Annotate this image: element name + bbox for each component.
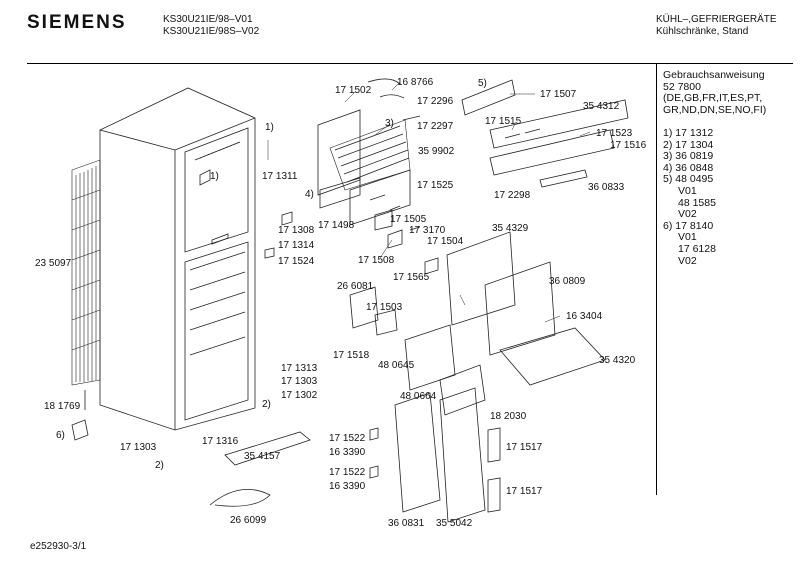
- callout-label: 17 1303: [281, 376, 318, 387]
- callout-label: 17 1517: [506, 486, 543, 497]
- callout-label: 17 1518: [333, 350, 370, 361]
- callout-label: 17 1522: [329, 433, 366, 444]
- callout-label: 17 1505: [390, 214, 427, 225]
- callout-label: 17 1498: [318, 220, 355, 231]
- callout-label: 17 1524: [278, 256, 315, 267]
- brand-logo: SIEMENS: [27, 12, 127, 33]
- callout-label: 3): [385, 118, 394, 129]
- note-line: GR,ND,DN,SE,NO,FI): [663, 103, 767, 116]
- callout-label: 17 1308: [278, 225, 315, 236]
- model-block: KS30U21IE/98–V01 KS30U21IE/98S–V02: [163, 14, 259, 38]
- callout-label: 6): [56, 430, 65, 441]
- callout-label: 35 4320: [599, 355, 636, 366]
- callout-label: 17 1507: [540, 89, 577, 100]
- document-id: e252930-3/1: [30, 541, 87, 552]
- callout-label: 17 1517: [506, 442, 543, 453]
- callout-label: 36 0831: [388, 518, 425, 529]
- note-line: V02: [678, 254, 697, 267]
- callout-label: 35 9902: [418, 146, 455, 157]
- callout-label: 17 2297: [417, 121, 454, 132]
- note-line: 2) 17 1304: [663, 138, 714, 151]
- evaporator-assembly: [317, 109, 411, 226]
- note-line: 52 7800: [663, 80, 701, 93]
- callout-label: 16 8766: [397, 77, 434, 88]
- callout-label: 17 1302: [281, 390, 318, 401]
- category-line: Kühlschränke, Stand: [656, 26, 749, 37]
- callout-label: 18 2030: [490, 411, 527, 422]
- callout-label: 16 3404: [566, 311, 603, 322]
- callout-label: 26 6099: [230, 515, 267, 526]
- callout-label: 17 1316: [202, 436, 239, 447]
- bottom-parts: [71, 390, 501, 513]
- model-line: KS30U21IE/98–V01: [163, 14, 253, 25]
- callout-label: 17 2298: [494, 190, 531, 201]
- note-line: Gebrauchsanweisung: [663, 69, 765, 81]
- parts-notes: Gebrauchsanweisung 52 7800 (DE,GB,FR,IT,…: [663, 69, 767, 267]
- callout-label: 35 4312: [583, 101, 620, 112]
- callout-label: 36 0809: [549, 276, 586, 287]
- note-line: 5) 48 0495: [663, 173, 714, 186]
- note-line: V02: [678, 208, 697, 221]
- callout-label: 48 0645: [378, 360, 415, 371]
- callout-label: 18 1769: [44, 401, 81, 412]
- callout-label: 17 1508: [358, 255, 395, 266]
- callout-label: 1): [265, 122, 274, 133]
- note-line: 3) 36 0819: [663, 150, 714, 163]
- small-parts: [264, 78, 439, 275]
- category-block: KÜHL–,GEFRIERGERÄTE Kühlschränke, Stand: [656, 14, 777, 38]
- callout-label: 1): [210, 171, 219, 182]
- callout-label: 17 1504: [427, 236, 464, 247]
- callout-label: 17 1525: [417, 180, 454, 191]
- notes-divider: [656, 63, 657, 495]
- callout-label: 17 1522: [329, 467, 366, 478]
- callout-label: 17 1313: [281, 363, 318, 374]
- leader-lines: [267, 81, 591, 323]
- callout-label: 17 2296: [417, 96, 454, 107]
- door-panels: [349, 231, 606, 523]
- header-divider: [27, 63, 793, 64]
- callout-label: 17 1303: [120, 442, 157, 453]
- callout-label: 5): [478, 78, 487, 89]
- note-line: 48 1585: [678, 196, 716, 209]
- callout-label: 17 3170: [409, 225, 446, 236]
- note-line: 1) 17 1312: [663, 126, 714, 139]
- callout-label: 26 6081: [337, 281, 374, 292]
- condenser-grid: [71, 159, 101, 386]
- note-line: V01: [678, 231, 697, 244]
- callout-label: 36 0833: [588, 182, 625, 193]
- callout-label: 16 3390: [329, 447, 366, 458]
- callout-label: 4): [305, 189, 314, 200]
- callout-label: 35 5042: [436, 518, 473, 529]
- callout-label: 17 1565: [393, 272, 430, 283]
- note-line: 4) 36 0848: [663, 161, 714, 174]
- control-panel-parts: [461, 79, 629, 188]
- model-line: KS30U21IE/98S–V02: [163, 26, 260, 37]
- callout-label: 17 1516: [610, 140, 647, 151]
- callout-label: 17 1314: [278, 240, 315, 251]
- callout-label: 17 1515: [485, 116, 522, 127]
- note-line: 6) 17 8140: [663, 219, 714, 232]
- callout-label: 2): [155, 460, 164, 471]
- callout-label: 35 4157: [244, 451, 281, 462]
- note-line: (DE,GB,FR,IT,ES,PT,: [663, 92, 763, 105]
- callout-label: 48 0664: [400, 391, 437, 402]
- note-line: 17 6128: [678, 242, 716, 255]
- category-line: KÜHL–,GEFRIERGERÄTE: [656, 14, 777, 25]
- callout-label: 16 3390: [329, 481, 366, 492]
- callout-label: 23 5097: [35, 258, 72, 269]
- fridge-cabinet: [99, 87, 256, 431]
- callout-label: 17 1503: [366, 302, 403, 313]
- callout-label: 17 1523: [596, 128, 633, 139]
- callout-label: 17 1502: [335, 85, 372, 96]
- callout-label: 17 1311: [262, 171, 298, 182]
- callout-label: 35 4329: [492, 223, 529, 234]
- callout-label: 2): [262, 399, 271, 410]
- note-line: V01: [678, 184, 697, 197]
